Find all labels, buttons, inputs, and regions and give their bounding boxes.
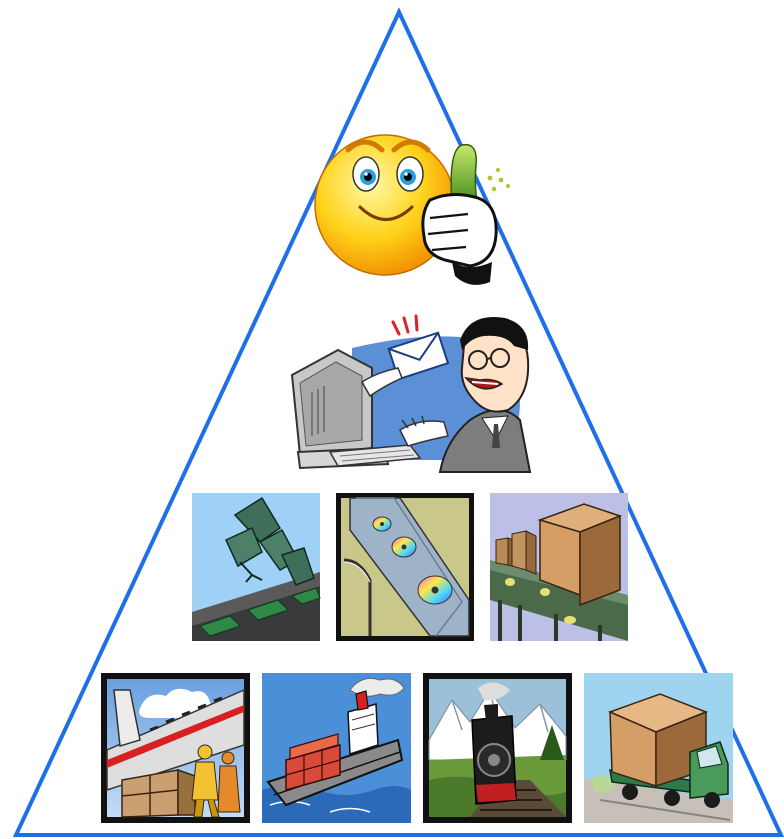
cd-conveyor-belt-icon	[336, 493, 474, 641]
boxes-conveyor-belt-icon	[490, 493, 628, 641]
air-cargo-plane-icon	[101, 673, 250, 823]
pyramid-outline	[12, 7, 784, 837]
steam-train-icon	[423, 673, 572, 823]
computer-email-user-icon	[290, 314, 532, 473]
smiley-thumbs-up-icon	[314, 134, 510, 285]
cargo-ship-icon	[262, 673, 411, 823]
delivery-truck-icon	[584, 673, 733, 823]
robotic-arm-circuit-board-icon	[192, 493, 321, 641]
